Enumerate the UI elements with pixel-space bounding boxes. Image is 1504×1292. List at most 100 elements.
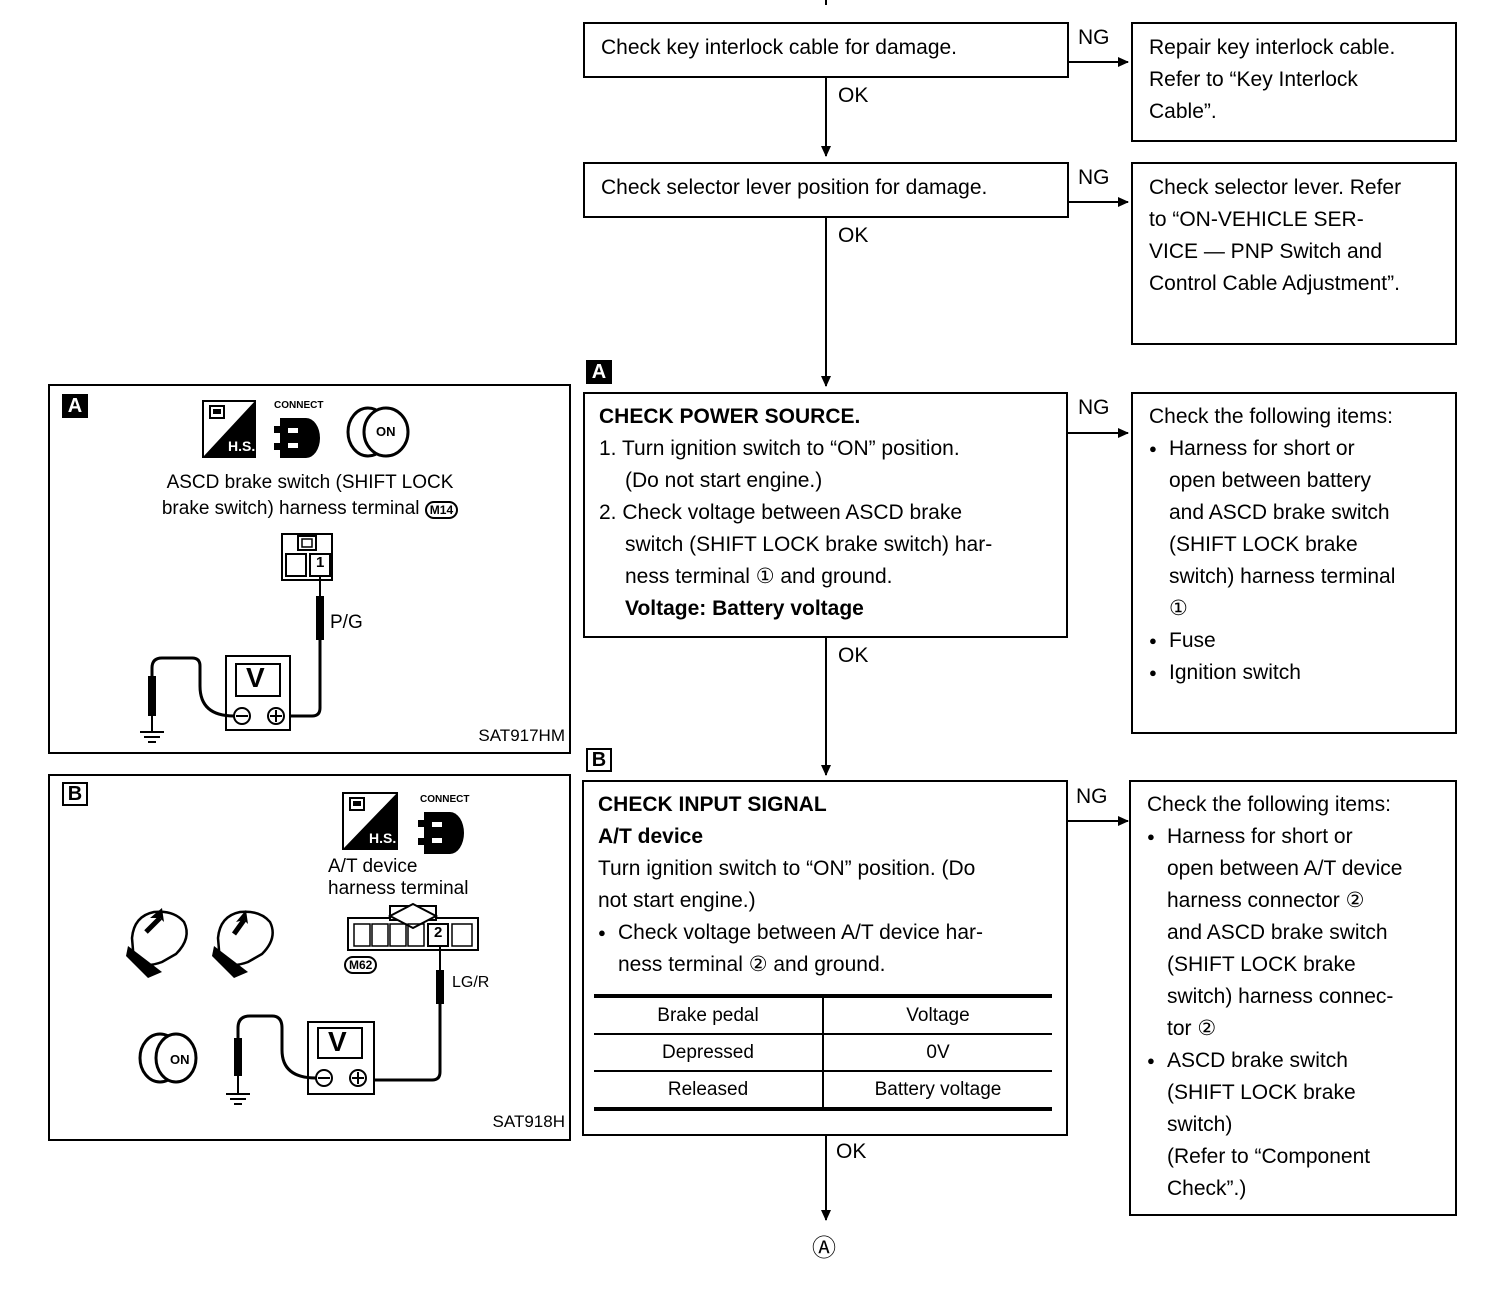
text-line: Refer to “Key Interlock xyxy=(1149,68,1358,91)
hand-tester-icon: H.S. xyxy=(202,400,256,458)
text-line: Cable”. xyxy=(1149,100,1217,123)
meter-letter: V xyxy=(246,662,265,693)
step-text: Check selector lever position for damage… xyxy=(601,176,988,199)
table-cell: Depressed xyxy=(594,1034,823,1072)
text-line: 1. Turn ignition switch to “ON” position… xyxy=(599,437,960,460)
ng-label: NG xyxy=(1078,26,1110,49)
ok-label: OK xyxy=(838,224,869,247)
step-tag-b: B xyxy=(586,748,612,772)
connector-plug-icon xyxy=(274,418,320,458)
ng-result-check-selector: Check selector lever. Refer to “ON-VEHIC… xyxy=(1131,162,1457,345)
voltage-spec: Voltage: Battery voltage xyxy=(625,597,864,620)
figure-code: SAT917HM xyxy=(478,726,565,745)
table-row: Depressed 0V xyxy=(594,1034,1052,1072)
text-line: switch) harness terminal xyxy=(1169,565,1396,588)
step-check-selector-lever: Check selector lever position for damage… xyxy=(583,162,1069,218)
ng-label: NG xyxy=(1078,166,1110,189)
text-line: open between A/T device xyxy=(1167,857,1403,880)
connect-label: CONNECT xyxy=(274,400,324,411)
wiring-diagram-b xyxy=(126,902,479,1105)
figure-tag-a: A xyxy=(62,394,88,418)
text-line: ① xyxy=(1169,597,1188,620)
list-title: Check the following items: xyxy=(1147,793,1391,816)
hand-tester-icon: H.S. xyxy=(342,792,398,850)
hs-label: H.S. xyxy=(228,438,256,454)
figure-caption-line: A/T device xyxy=(328,856,418,877)
list-title: Check the following items: xyxy=(1149,405,1393,428)
table-cell: Battery voltage xyxy=(822,1071,1052,1111)
text-line: Check selector lever. Refer xyxy=(1149,176,1402,199)
terminal-number: 2 xyxy=(434,924,443,941)
list-item: ASCD brake switch (SHIFT LOCK brake swit… xyxy=(1147,1045,1439,1205)
connect-label: CONNECT xyxy=(420,794,470,805)
text-line: ness terminal ① and ground. xyxy=(625,565,893,588)
ng-result-power-source: Check the following items: Harness for s… xyxy=(1131,392,1457,734)
ng-result-input-signal: Check the following items: Harness for s… xyxy=(1129,780,1457,1216)
connector-code: M62 xyxy=(344,956,378,974)
figure-a: A H.S. CONNECT ON ASCD brake switch (SHI… xyxy=(48,384,571,754)
text-line: ASCD brake switch xyxy=(1167,1049,1348,1072)
connector-code: M14 xyxy=(424,501,459,519)
wire-color: P/G xyxy=(330,612,363,633)
step-check-power-source: CHECK POWER SOURCE. 1. Turn ignition swi… xyxy=(583,392,1068,638)
step-tag-a: A xyxy=(586,360,612,384)
text-line: (Refer to “Component xyxy=(1167,1145,1371,1168)
text-line: to “ON-VEHICLE SER- xyxy=(1149,208,1364,231)
text-line: VICE — PNP Switch and xyxy=(1149,240,1383,263)
step-check-input-signal: CHECK INPUT SIGNAL A/T device Turn ignit… xyxy=(582,780,1068,1136)
figure-tag-b: B xyxy=(62,782,88,806)
text-line: (SHIFT LOCK brake xyxy=(1169,533,1358,556)
list-item: Harness for short or open between batter… xyxy=(1149,433,1439,625)
text-line: Ignition switch xyxy=(1169,661,1301,684)
table-cell: 0V xyxy=(822,1034,1052,1072)
hs-label: H.S. xyxy=(369,830,397,846)
caption-line: ASCD brake switch (SHIFT LOCK xyxy=(166,472,454,493)
text-line: Turn ignition switch to “ON” position. (… xyxy=(598,857,976,880)
figure-caption: ASCD brake switch (SHIFT LOCK brake swit… xyxy=(110,470,510,523)
ok-label: OK xyxy=(836,1140,867,1163)
step-text: Check key interlock cable for damage. xyxy=(601,36,958,59)
list-item: Check voltage between A/T device har- ne… xyxy=(598,917,1052,981)
figure-caption-line: harness terminal xyxy=(328,878,469,899)
table-row: Released Battery voltage xyxy=(594,1071,1052,1111)
table-header-row: Brake pedal Voltage xyxy=(594,996,1052,1035)
ng-result-repair-cable: Repair key interlock cable. Refer to “Ke… xyxy=(1131,22,1457,142)
text-line: and ASCD brake switch xyxy=(1169,501,1390,524)
list-item: Fuse xyxy=(1149,625,1439,657)
step-title: CHECK POWER SOURCE. xyxy=(599,405,861,428)
text-line: switch) harness connec- xyxy=(1167,985,1394,1008)
terminal-number: 1 xyxy=(316,554,325,571)
list-item: Ignition switch xyxy=(1149,657,1439,689)
text-line: (SHIFT LOCK brake xyxy=(1167,1081,1356,1104)
ng-label: NG xyxy=(1078,396,1110,419)
list-item: Harness for short or open between A/T de… xyxy=(1147,821,1439,1045)
text-line: Harness for short or xyxy=(1169,437,1355,460)
text-line: Fuse xyxy=(1169,629,1216,652)
text-line: Repair key interlock cable. xyxy=(1149,36,1396,59)
table-header: Voltage xyxy=(822,996,1052,1035)
text-line: tor ② xyxy=(1167,1017,1217,1040)
on-label: ON xyxy=(170,1052,190,1067)
text-line: (SHIFT LOCK brake xyxy=(1167,953,1356,976)
text-line: Check voltage between A/T device har- xyxy=(618,921,983,944)
text-line: Control Cable Adjustment”. xyxy=(1149,272,1400,295)
on-label: ON xyxy=(376,424,396,439)
step-title: CHECK INPUT SIGNAL xyxy=(598,793,827,816)
text-line: ness terminal ② and ground. xyxy=(618,953,886,976)
table-header: Brake pedal xyxy=(594,996,823,1035)
ok-label: OK xyxy=(838,644,869,667)
caption-line: brake switch) harness terminal M14 xyxy=(110,496,510,523)
caption-text: brake switch) harness terminal xyxy=(161,498,420,519)
text-line: open between battery xyxy=(1169,469,1371,492)
end-connector-a: Ⓐ xyxy=(812,1235,836,1262)
table-cell: Released xyxy=(594,1071,823,1111)
figure-b: B H.S. CONNECT A/T device harness termin… xyxy=(48,774,571,1141)
text-line: switch) xyxy=(1167,1113,1233,1136)
step-subtitle: A/T device xyxy=(598,825,704,848)
connector-plug-icon xyxy=(418,812,464,854)
text-line: and ASCD brake switch xyxy=(1167,921,1388,944)
meter-letter: V xyxy=(328,1026,347,1057)
text-line: Check”.) xyxy=(1167,1177,1247,1200)
wire-color: LG/R xyxy=(452,974,490,991)
